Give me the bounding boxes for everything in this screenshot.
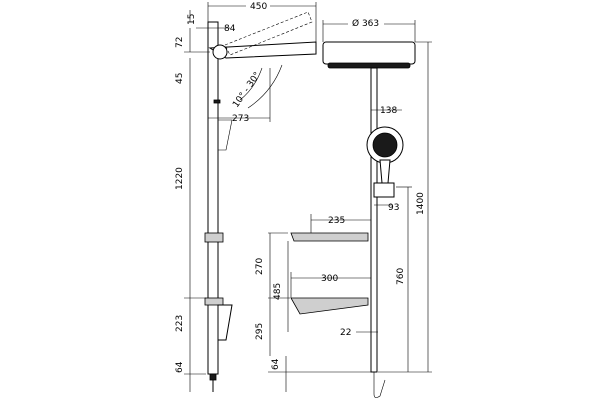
dim-pipe-offset: 22 xyxy=(340,328,351,338)
dim-shelf-spacing-485: 485 xyxy=(273,283,283,300)
angle-arc-2 xyxy=(247,64,283,109)
shower-pipe xyxy=(370,67,378,373)
dim-bottom-left: 64 xyxy=(175,361,185,373)
bar-marker-top xyxy=(213,99,221,104)
dim-head-diameter: Ø 363 xyxy=(352,18,379,29)
handshower-slider xyxy=(373,182,395,198)
angle-arc-1 xyxy=(239,67,263,101)
dim-bar-height: 1220 xyxy=(175,167,185,190)
upper-bar-holder xyxy=(204,232,224,243)
dim-shelf-spacing-295: 295 xyxy=(255,323,265,340)
overhead-shower-head xyxy=(322,41,416,65)
overhead-nozzle-plate xyxy=(327,62,411,69)
hose-nut-left xyxy=(209,373,217,381)
dim-overall-width: 450 xyxy=(250,2,267,12)
dim-angle-range: 10° - 30° xyxy=(231,71,263,110)
side-shelf-lower xyxy=(217,304,233,341)
dim-shelf-lower-depth: 300 xyxy=(321,274,338,284)
dim-top-height: 15 xyxy=(187,14,197,25)
handshower-face xyxy=(372,132,398,158)
dim-total-height: 1400 xyxy=(416,192,426,215)
upper-shelf xyxy=(290,232,369,242)
handshower-holder-side xyxy=(218,119,233,151)
dim-bar-to-arm: 84 xyxy=(224,24,236,34)
handshower-handle xyxy=(379,159,391,184)
dim-arm-reach: 273 xyxy=(232,114,249,124)
dim-arm-offset: 72 xyxy=(175,37,185,48)
arm-joint xyxy=(212,44,228,60)
dim-arm-to-holder: 45 xyxy=(175,73,185,84)
front-view xyxy=(290,41,416,398)
dim-lower-holder: 223 xyxy=(175,315,185,332)
side-dimensions: 450 15 84 72 45 273 10° - 30° 1220 223 6… xyxy=(175,0,317,392)
shower-bar xyxy=(207,21,219,375)
dim-handshower-offset: 93 xyxy=(388,203,399,213)
dim-holder-height: 760 xyxy=(396,268,406,285)
dim-shelf-upper-depth: 235 xyxy=(328,216,345,226)
dim-bottom-center: 64 xyxy=(271,358,281,370)
dim-handshower-width: 138 xyxy=(380,106,397,116)
front-dimensions: Ø 363 138 93 235 300 270 485 295 64 22 xyxy=(255,15,432,392)
lower-shelf xyxy=(290,297,369,315)
hose-right xyxy=(373,372,386,398)
side-view xyxy=(204,11,317,392)
lower-bar-holder xyxy=(204,297,224,306)
dim-shelf-spacing-270: 270 xyxy=(255,258,265,275)
arm-tilted-outline xyxy=(224,11,313,56)
